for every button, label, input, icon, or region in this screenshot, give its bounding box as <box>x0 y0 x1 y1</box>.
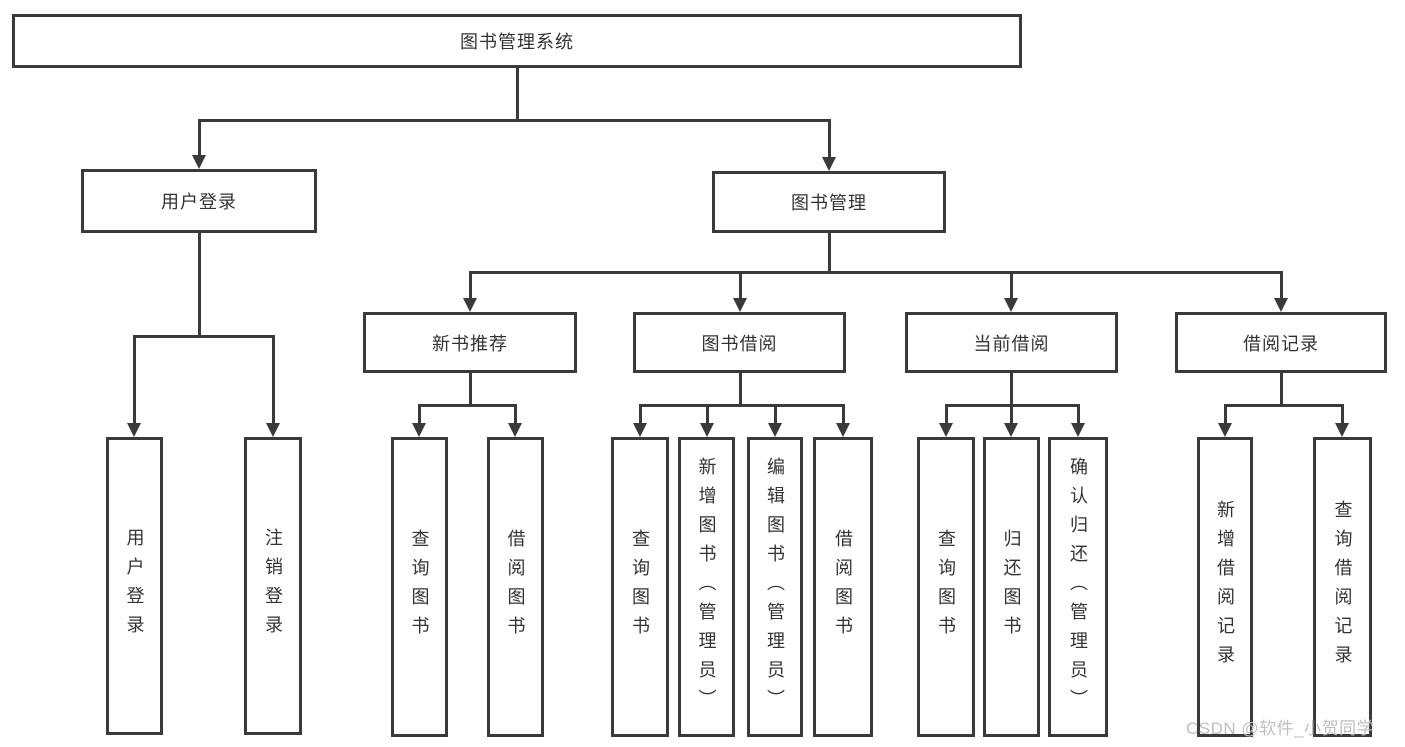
node-current-borrow: 当前借阅 <box>905 312 1118 373</box>
leaf-record-add-borrow-record-label: 新增借阅记录 <box>1215 500 1235 674</box>
leaf-borrow-borrow-books: 借阅图书 <box>813 437 873 737</box>
arrow-down-icon <box>463 298 477 312</box>
connector-line <box>639 405 642 425</box>
leaf-current-return-books: 归还图书 <box>983 437 1040 737</box>
connector-line <box>739 373 742 405</box>
leaf-current-return-books-label: 归还图书 <box>1001 529 1022 645</box>
leaf-record-query-borrow-record: 查询借阅记录 <box>1313 437 1372 737</box>
arrow-down-icon <box>633 423 647 437</box>
connector-line <box>945 405 948 425</box>
leaf-borrow-add-books-admin-label: 新增图书（管理员） <box>696 456 717 718</box>
leaf-current-confirm-return-admin: 确认归还（管理员） <box>1048 437 1108 737</box>
arrow-down-icon <box>1004 423 1018 437</box>
connector-line <box>469 272 472 300</box>
leaf-record-add-borrow-record: 新增借阅记录 <box>1197 437 1253 737</box>
arrow-down-icon <box>733 298 747 312</box>
node-current-borrow-label: 当前借阅 <box>973 333 1050 354</box>
node-book-management: 图书管理 <box>712 171 946 233</box>
leaf-borrow-edit-books-admin: 编辑图书（管理员） <box>747 437 803 737</box>
connector-line <box>1280 373 1283 405</box>
connector-line <box>842 405 845 425</box>
leaf-current-confirm-return-admin-label: 确认归还（管理员） <box>1068 456 1088 718</box>
connector-line <box>418 404 517 407</box>
leaf-record-query-borrow-record-label: 查询借阅记录 <box>1332 500 1353 674</box>
leaf-borrow-query-books-label: 查询图书 <box>630 529 650 645</box>
connector-line <box>1341 405 1344 425</box>
connector-line <box>514 405 517 425</box>
connector-line <box>1224 405 1227 425</box>
leaf-borrow-edit-books-admin-label: 编辑图书（管理员） <box>765 456 785 718</box>
connector-line <box>774 405 777 425</box>
node-new-book-recommend-label: 新书推荐 <box>432 333 508 354</box>
connector-line <box>133 335 275 338</box>
connector-line <box>1077 405 1080 425</box>
leaf-recommend-borrow-books: 借阅图书 <box>487 437 544 737</box>
arrow-down-icon <box>836 423 850 437</box>
node-book-borrow-label: 图书借阅 <box>701 333 778 354</box>
node-root-label: 图书管理系统 <box>460 32 574 52</box>
leaf-recommend-borrow-books-label: 借阅图书 <box>505 529 526 645</box>
node-root: 图书管理系统 <box>12 14 1022 68</box>
connector-line <box>828 120 831 159</box>
connector-line <box>418 405 421 425</box>
leaf-user-login-label: 用户登录 <box>124 528 145 644</box>
leaf-borrow-add-books-admin: 新增图书（管理员） <box>678 437 735 737</box>
connector-line <box>198 119 831 122</box>
leaf-borrow-borrow-books-label: 借阅图书 <box>833 529 853 645</box>
connector-line <box>1010 405 1013 425</box>
arrow-down-icon <box>1071 423 1085 437</box>
arrow-down-icon <box>1335 423 1349 437</box>
arrow-down-icon <box>700 423 714 437</box>
arrow-down-icon <box>1218 423 1232 437</box>
connector-line <box>133 336 136 425</box>
connector-line <box>739 272 742 300</box>
arrow-down-icon <box>1274 298 1288 312</box>
connector-line <box>1010 373 1013 405</box>
arrow-down-icon <box>1004 298 1018 312</box>
leaf-recommend-query-books-label: 查询图书 <box>409 529 430 645</box>
connector-line <box>469 271 1283 274</box>
connector-line <box>469 373 472 405</box>
leaf-borrow-query-books: 查询图书 <box>611 437 669 737</box>
connector-line <box>1010 272 1013 300</box>
connector-line <box>516 68 519 120</box>
arrow-down-icon <box>412 423 426 437</box>
connector-line <box>828 233 831 272</box>
node-borrow-record: 借阅记录 <box>1175 312 1387 373</box>
node-book-management-label: 图书管理 <box>791 193 867 213</box>
connector-line <box>706 405 709 425</box>
connector-line <box>272 336 275 425</box>
node-user-login: 用户登录 <box>81 169 317 233</box>
node-book-borrow: 图书借阅 <box>633 312 846 373</box>
arrow-down-icon <box>768 423 782 437</box>
leaf-recommend-query-books: 查询图书 <box>391 437 448 737</box>
arrow-down-icon <box>939 423 953 437</box>
node-new-book-recommend: 新书推荐 <box>363 312 577 373</box>
node-borrow-record-label: 借阅记录 <box>1243 333 1319 354</box>
connector-line <box>198 120 201 157</box>
arrow-down-icon <box>127 423 141 437</box>
arrow-down-icon <box>266 423 280 437</box>
leaf-current-query-books: 查询图书 <box>917 437 975 737</box>
connector-line <box>1224 404 1344 407</box>
connector-line <box>1280 272 1283 300</box>
arrow-down-icon <box>192 155 206 169</box>
arrow-down-icon <box>508 423 522 437</box>
leaf-current-query-books-label: 查询图书 <box>936 529 956 645</box>
leaf-logout-label: 注销登录 <box>263 528 283 644</box>
csdn-watermark: CSDN @软件_小贺同学 <box>1186 719 1375 738</box>
node-user-login-label: 用户登录 <box>161 192 237 212</box>
leaf-user-login: 用户登录 <box>106 437 163 735</box>
arrow-down-icon <box>822 157 836 171</box>
connector-line <box>198 233 201 336</box>
leaf-logout: 注销登录 <box>244 437 302 735</box>
connector-line <box>639 404 845 407</box>
